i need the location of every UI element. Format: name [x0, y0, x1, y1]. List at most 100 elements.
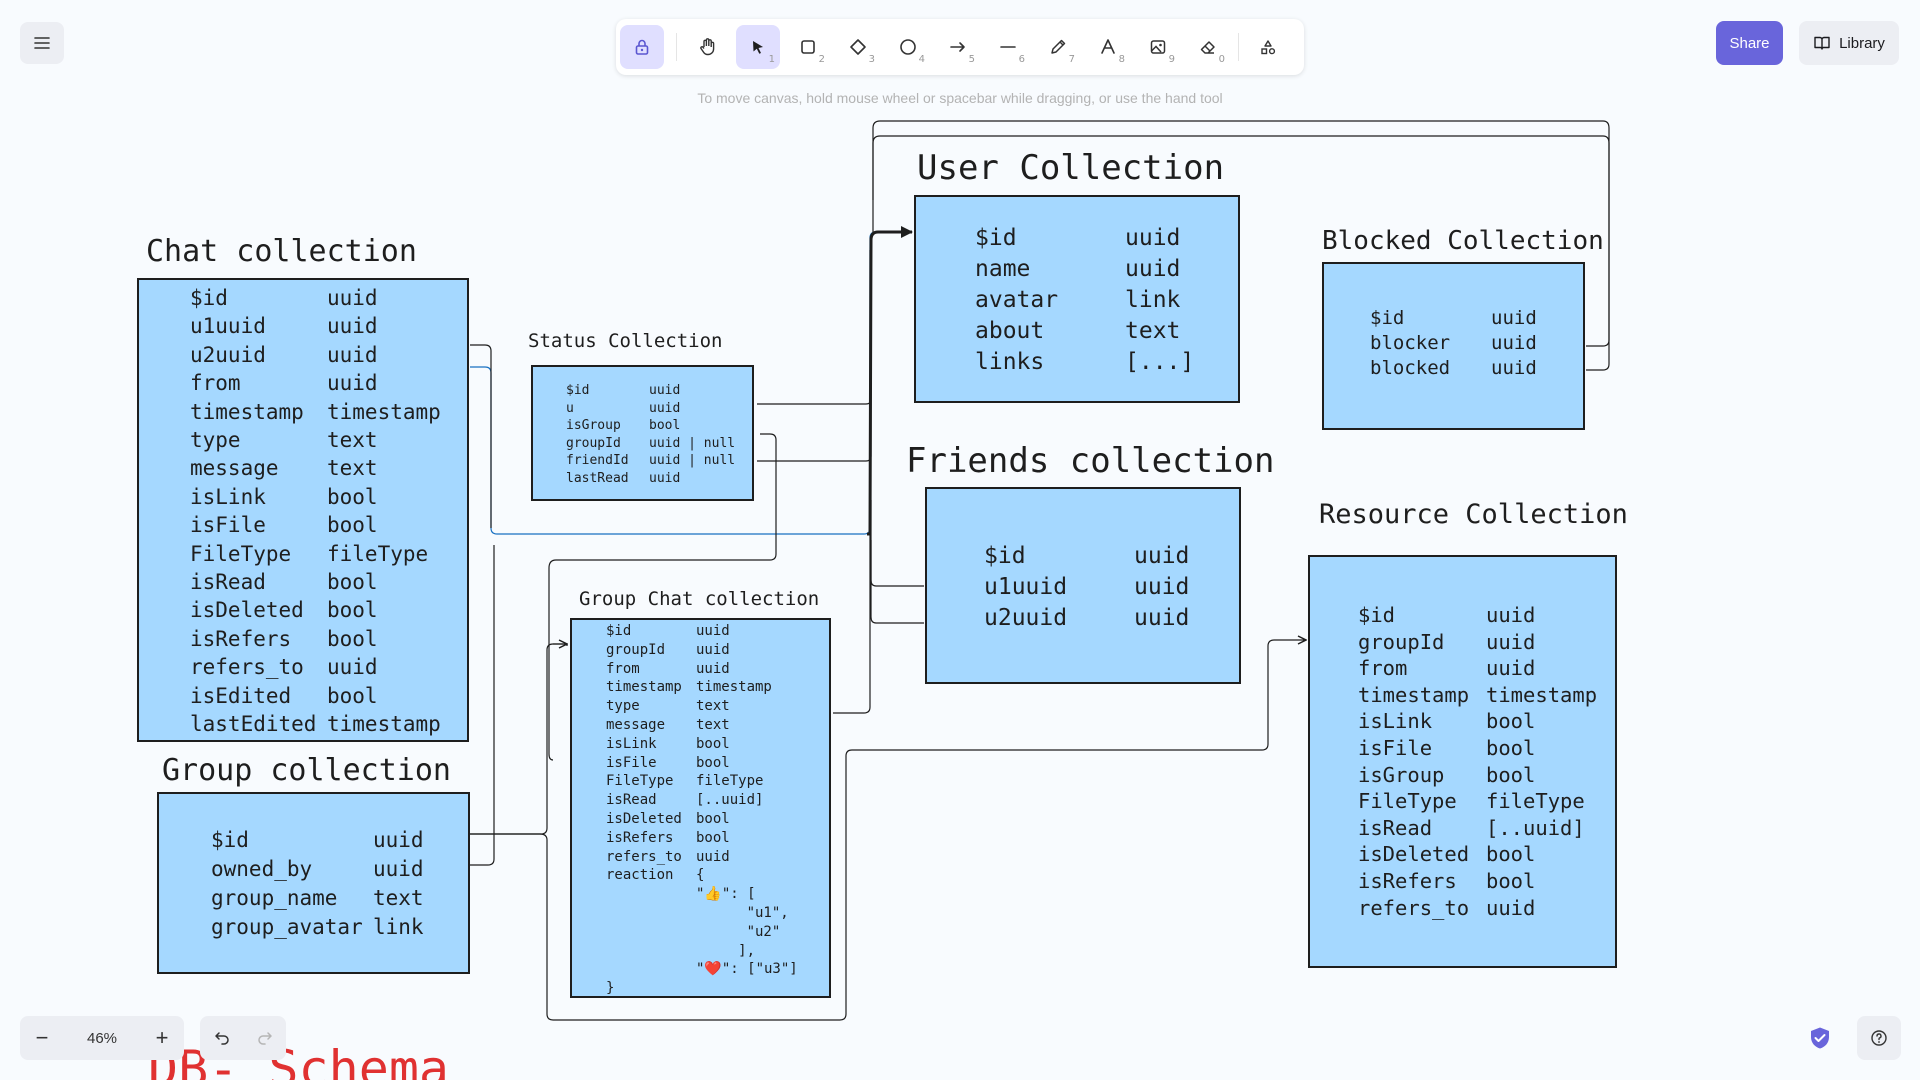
- field-name: refers_to: [190, 655, 304, 680]
- field-name: isLink: [1358, 709, 1433, 734]
- field-type: timestamp: [327, 399, 441, 424]
- text-tool-button[interactable]: 8: [1086, 25, 1130, 69]
- field-type: bool: [696, 810, 730, 827]
- hand-tool-button[interactable]: [686, 25, 730, 69]
- field-name: FileType: [1358, 789, 1457, 814]
- chat-collection-title[interactable]: Chat collection: [146, 234, 417, 269]
- field-type: uuid: [373, 828, 424, 852]
- arrow-tool-button[interactable]: 5: [936, 25, 980, 69]
- field-name: links: [975, 349, 1045, 375]
- lock-tool-button[interactable]: [620, 25, 664, 69]
- field-name: timestamp: [1358, 682, 1470, 707]
- redo-button[interactable]: [243, 1016, 286, 1060]
- field-name: blocked: [1370, 357, 1451, 379]
- field-type: uuid: [1491, 307, 1537, 329]
- image-tool-button[interactable]: 9: [1136, 25, 1180, 69]
- db-schema-heading[interactable]: DB- Schema: [148, 1040, 450, 1080]
- ellipse-tool-button[interactable]: 4: [886, 25, 930, 69]
- ellipse-icon: [900, 39, 916, 55]
- field-name: }: [606, 980, 615, 997]
- undo-button[interactable]: [200, 1016, 243, 1060]
- share-button[interactable]: Share: [1716, 21, 1783, 65]
- field-type: bool: [1486, 709, 1536, 734]
- blocked-collection-title[interactable]: Blocked Collection: [1322, 226, 1604, 256]
- diamond-tool-button[interactable]: 3: [836, 25, 880, 69]
- encryption-badge[interactable]: [1800, 1018, 1840, 1058]
- friends-collection-title[interactable]: Friends collection: [906, 441, 1275, 481]
- field-type: uuid: [1134, 605, 1190, 631]
- field-type: fileType: [696, 773, 764, 790]
- field-type: bool: [327, 570, 378, 595]
- field-type: uuid: [327, 655, 378, 680]
- draw-tool-button[interactable]: 7: [1036, 25, 1080, 69]
- zoom-level[interactable]: 46%: [86, 1029, 118, 1047]
- pencil-icon: [1051, 39, 1066, 54]
- selection-tool-button[interactable]: 1: [736, 25, 780, 69]
- zoom-out-button[interactable]: −: [35, 1025, 49, 1050]
- field-name: from: [1358, 656, 1408, 681]
- field-type: uuid: [649, 470, 681, 486]
- zoom-in-button[interactable]: +: [155, 1025, 169, 1050]
- rectangle-icon: [801, 40, 815, 54]
- library-button[interactable]: Library: [1799, 21, 1899, 65]
- field-type: uuid | null: [649, 435, 736, 451]
- group-chat-collection-title[interactable]: Group Chat collection: [579, 588, 820, 610]
- field-type: text: [327, 456, 378, 481]
- field-name: $id: [190, 286, 228, 310]
- field-name: isFile: [1358, 735, 1433, 760]
- more-tools-button[interactable]: [1246, 25, 1290, 69]
- field-name: friendId: [566, 453, 629, 468]
- field-row: isRead[..uuid]: [606, 791, 798, 810]
- field-name: u1uuid: [190, 314, 266, 339]
- field-name: isRefers: [190, 626, 292, 651]
- field-type: uuid: [327, 342, 378, 367]
- field-type: text: [696, 698, 730, 715]
- field-name: FileType: [606, 773, 674, 790]
- field-row: isLink bool: [1358, 708, 1597, 735]
- help-button[interactable]: [1857, 1016, 1901, 1060]
- field-row: $id uuid: [1370, 306, 1537, 331]
- group-collection-title[interactable]: Group collection: [162, 753, 451, 788]
- user-collection-title[interactable]: User Collection: [917, 148, 1225, 188]
- eraser-tool-button[interactable]: 0: [1186, 25, 1230, 69]
- field-name: u1uuid: [984, 574, 1068, 600]
- history-controls: [200, 1016, 286, 1060]
- field-name: from: [190, 371, 241, 396]
- main-menu-button[interactable]: [20, 22, 64, 64]
- field-name: $id: [1370, 307, 1405, 329]
- resource-collection-title[interactable]: Resource Collection: [1319, 499, 1628, 530]
- rectangle-tool-button[interactable]: 2: [786, 25, 830, 69]
- field-type: link: [373, 915, 424, 939]
- field-name: [606, 923, 696, 942]
- diamond-icon: [850, 39, 866, 55]
- line-tool-button[interactable]: 6: [986, 25, 1030, 69]
- library-label: Library: [1839, 34, 1885, 52]
- field-name: lastEdited: [190, 712, 317, 737]
- status-collection-title[interactable]: Status Collection: [528, 330, 723, 352]
